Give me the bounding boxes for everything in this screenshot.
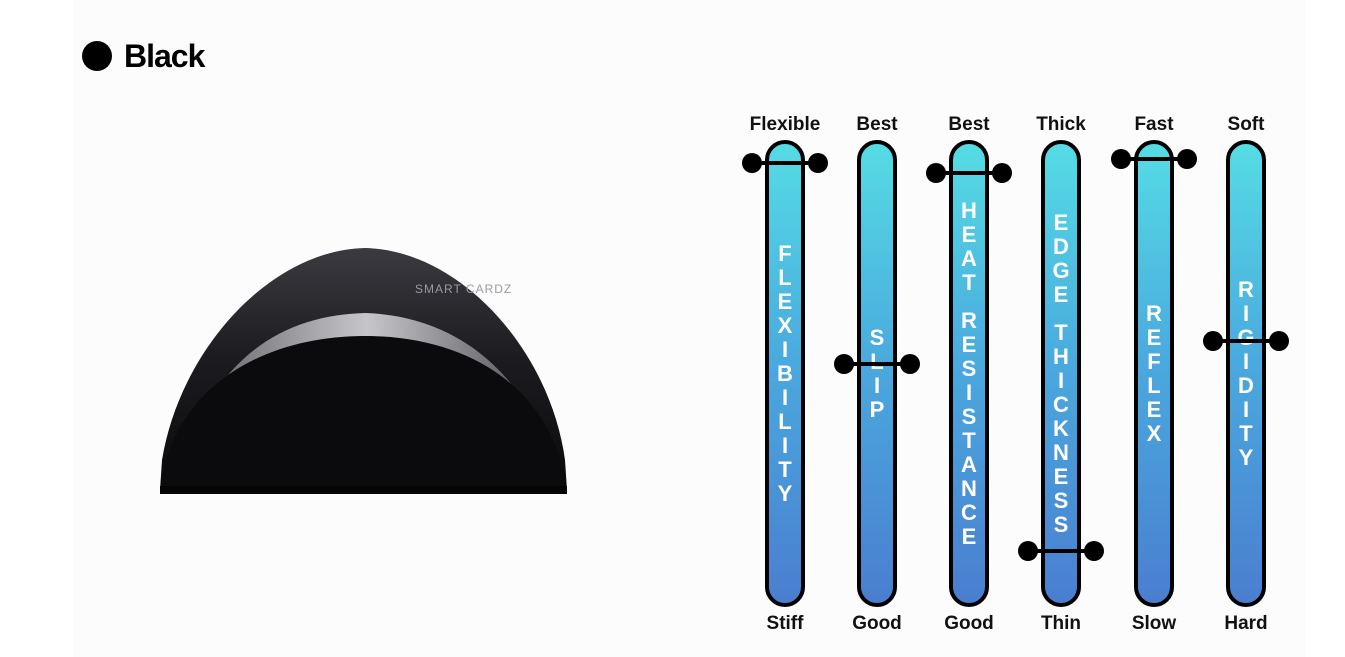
knob-right-icon: [1177, 148, 1197, 169]
slider-handle: [1111, 147, 1197, 171]
slider-bottom-label: Hard: [1224, 613, 1268, 634]
knob-left-icon: [1111, 148, 1131, 169]
card-scraper-image: SMART CARDZ: [160, 248, 567, 494]
color-header: Black: [82, 36, 205, 76]
knob-left-icon: [834, 354, 854, 375]
brand-text: SMART CARDZ: [415, 282, 512, 296]
slider-handle: [834, 352, 920, 376]
knob-left-icon: [1018, 540, 1038, 561]
knob-left-icon: [926, 162, 946, 183]
slider-top-label: Best: [948, 114, 990, 135]
slider-handle: [926, 161, 1012, 185]
product-image: SMART CARDZ: [150, 220, 580, 520]
slider-handle: [1203, 329, 1289, 353]
slider-top-label: Best: [856, 114, 898, 135]
color-name: Black: [124, 37, 205, 74]
knob-right-icon: [900, 354, 920, 375]
knob-left-icon: [1203, 330, 1223, 351]
knob-left-icon: [742, 153, 762, 174]
slider-bottom-label: Slow: [1131, 613, 1177, 634]
slider-bottom-label: Good: [944, 613, 994, 634]
knob-right-icon: [1084, 540, 1104, 561]
knob-right-icon: [808, 153, 828, 174]
knob-right-icon: [1269, 330, 1289, 351]
color-swatch-dot: [82, 41, 112, 71]
slider-bottom-label: Thin: [1040, 613, 1082, 634]
slider-bottom-label: Good: [852, 613, 902, 634]
slider-top-label: Flexible: [749, 114, 821, 135]
slider-handle: [742, 151, 828, 175]
slider-top-label: Thick: [1036, 114, 1086, 135]
slider-bottom-label: Stiff: [766, 613, 804, 634]
slider-handle: [1018, 539, 1104, 563]
slider-top-label: Soft: [1227, 114, 1265, 135]
slider-top-label: Fast: [1134, 114, 1174, 135]
knob-right-icon: [992, 162, 1012, 183]
